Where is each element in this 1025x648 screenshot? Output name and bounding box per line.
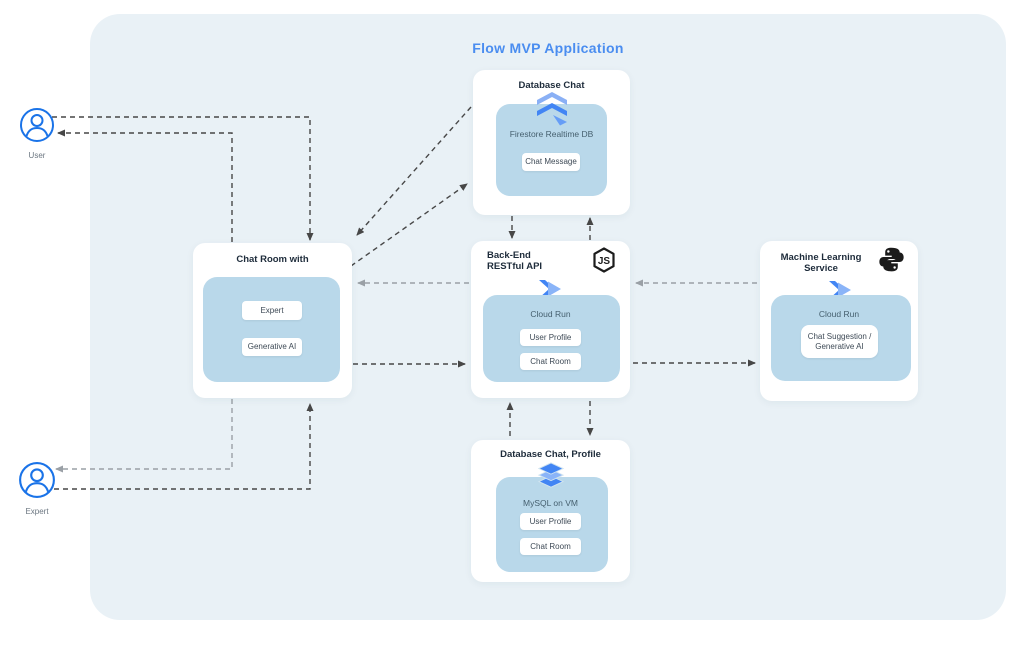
actor-user: User bbox=[18, 107, 56, 160]
svg-text:JS: JS bbox=[598, 256, 611, 267]
card-chat-room-title: Chat Room with bbox=[236, 254, 309, 265]
chip-expert: Expert bbox=[242, 301, 302, 320]
card-database-chat: Database Chat Firestore Realtime DB Chat… bbox=[473, 70, 630, 215]
chip-user-profile: User Profile bbox=[520, 329, 581, 346]
chip-chat-room: Chat Room bbox=[520, 538, 581, 555]
connector-expert-to-chatroom bbox=[54, 403, 314, 490]
connector-chatroom-to-expert bbox=[55, 399, 233, 473]
card-database-profile: Database Chat, Profile MySQL on VM User … bbox=[471, 440, 630, 582]
chip-chat-message: Chat Message bbox=[522, 153, 580, 171]
firestore-service-label: Firestore Realtime DB bbox=[509, 129, 594, 139]
nodejs-icon: JS bbox=[593, 247, 615, 273]
card-chat-room: Chat Room with Expert Generative AI bbox=[193, 243, 352, 398]
database-chat-node bbox=[496, 104, 607, 196]
chip-chat-suggestion: Chat Suggestion / Generative AI bbox=[801, 325, 878, 358]
user-icon bbox=[20, 108, 54, 142]
card-backend: Back-End RESTful API JS Cloud Run User P… bbox=[471, 241, 630, 398]
connector-dbchat-to-chatroom bbox=[356, 106, 472, 236]
mysql-service-label: MySQL on VM bbox=[523, 498, 578, 508]
actor-expert: Expert bbox=[17, 461, 57, 516]
connector-user-to-chatroom bbox=[52, 116, 314, 241]
card-backend-title: Back-End RESTful API bbox=[487, 250, 542, 272]
ml-service-label: Cloud Run bbox=[818, 309, 860, 319]
chip-user-profile: User Profile bbox=[520, 513, 581, 530]
mysql-stack-icon bbox=[537, 462, 565, 488]
backend-service-label: Cloud Run bbox=[530, 309, 571, 319]
cloud-run-icon bbox=[539, 280, 561, 298]
card-ml-title: Machine Learning Service bbox=[768, 252, 874, 274]
chip-chat-room: Chat Room bbox=[520, 353, 581, 370]
python-icon bbox=[879, 247, 904, 272]
firestore-icon bbox=[537, 92, 567, 126]
chat-room-node bbox=[203, 277, 340, 382]
card-ml-service: Machine Learning Service Cloud Run Chat … bbox=[760, 241, 918, 401]
user-icon bbox=[19, 462, 55, 498]
chip-generative-ai: Generative AI bbox=[242, 338, 302, 356]
actor-user-label: User bbox=[28, 151, 46, 160]
diagram-title: Flow MVP Application bbox=[472, 40, 624, 56]
card-database-profile-title: Database Chat, Profile bbox=[500, 449, 601, 460]
card-database-chat-title: Database Chat bbox=[518, 80, 585, 91]
card-backend-title-line2: RESTful API bbox=[487, 261, 543, 272]
card-ml-title-line1: Machine Learning bbox=[780, 252, 862, 263]
connector-chatroom-to-user bbox=[57, 129, 233, 242]
connector-chatroom-to-dbchat bbox=[350, 183, 468, 267]
card-backend-title-line1: Back-End bbox=[487, 250, 531, 261]
actor-expert-label: Expert bbox=[25, 507, 49, 516]
card-ml-title-line2: Service bbox=[804, 263, 838, 274]
